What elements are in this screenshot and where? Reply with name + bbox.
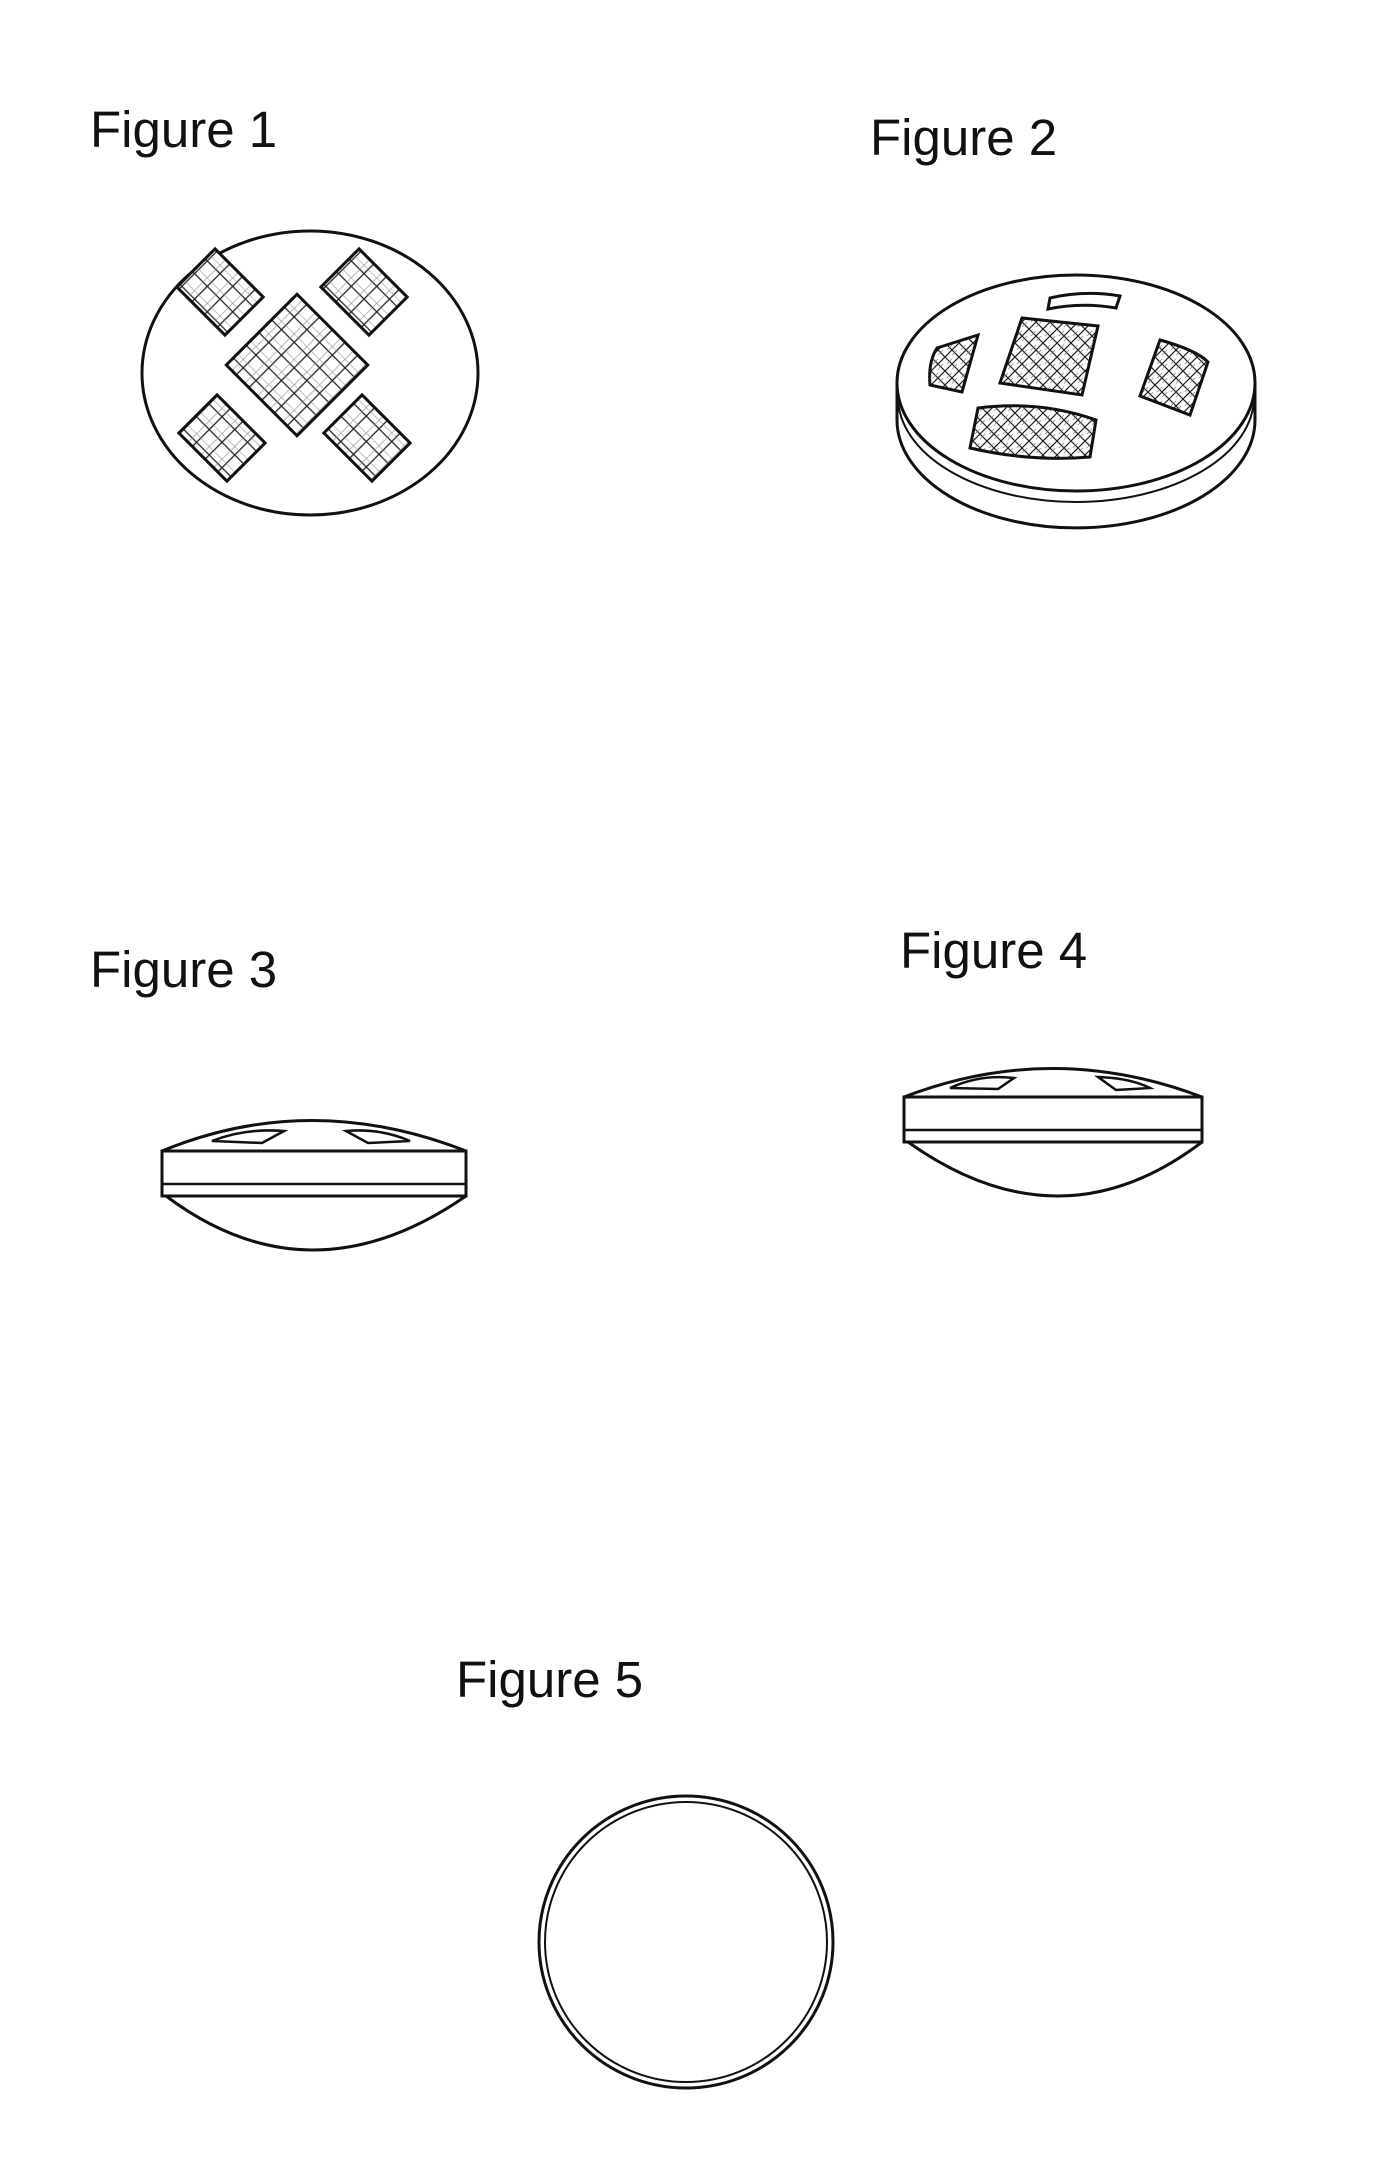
figure-5-inner-circle — [545, 1802, 827, 2082]
figure-5-outer-circle — [539, 1796, 833, 2088]
figure-3-drawing — [162, 1121, 466, 1251]
figure-2-window-bottom — [970, 406, 1096, 459]
figure-4-band — [904, 1097, 1202, 1142]
figure-4-dome-top — [904, 1069, 1202, 1098]
figure-3-band — [162, 1151, 466, 1196]
figure-2-window-top — [1048, 293, 1120, 309]
figure-4-drawing — [904, 1069, 1202, 1197]
figure-3-dome-top — [162, 1121, 466, 1152]
figure-3-dome-bottom — [166, 1196, 466, 1250]
figure-4-dome-bottom — [908, 1142, 1202, 1196]
figure-5-drawing — [539, 1796, 833, 2088]
figure-2-drawing — [897, 275, 1255, 528]
figure-1-drawing — [142, 231, 478, 515]
